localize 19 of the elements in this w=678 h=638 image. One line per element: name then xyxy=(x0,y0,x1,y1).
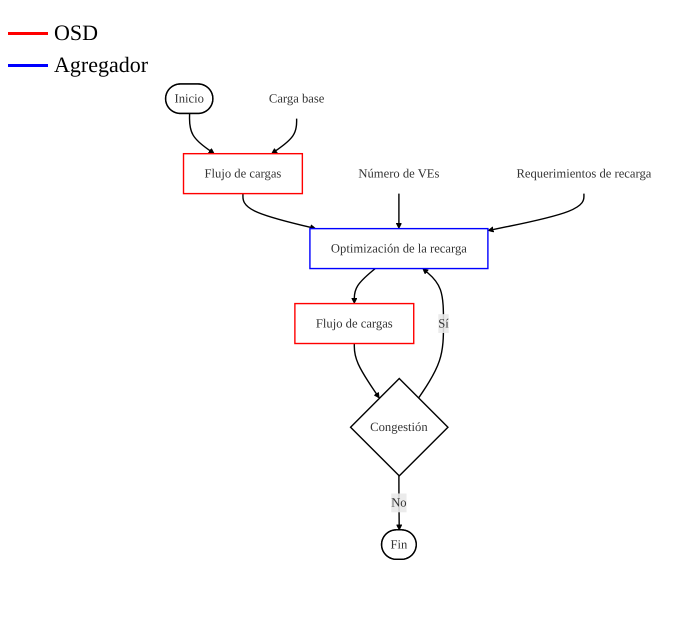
arrow xyxy=(396,194,402,229)
arrow xyxy=(188,114,215,154)
legend-label: Agregador xyxy=(54,52,148,78)
arrow xyxy=(242,194,316,230)
node-text: Carga base xyxy=(268,91,324,106)
arrow xyxy=(418,268,444,399)
node-text: Número de VEs xyxy=(358,166,440,180)
node-box: Flujo de cargas xyxy=(294,302,414,344)
arrow xyxy=(351,268,376,304)
node-box: Flujo de cargas xyxy=(182,152,304,194)
node-box: Optimización de la recarga xyxy=(309,228,489,270)
legend-label: OSD xyxy=(54,20,98,46)
edge-label: No xyxy=(391,496,407,510)
arrow xyxy=(271,118,298,154)
node-diamond: Congestión xyxy=(350,378,449,477)
arrow xyxy=(354,344,380,398)
edge-label: Sí xyxy=(438,316,449,330)
node-text: Requerimientos de recarga xyxy=(516,166,652,180)
arrow xyxy=(488,194,585,232)
